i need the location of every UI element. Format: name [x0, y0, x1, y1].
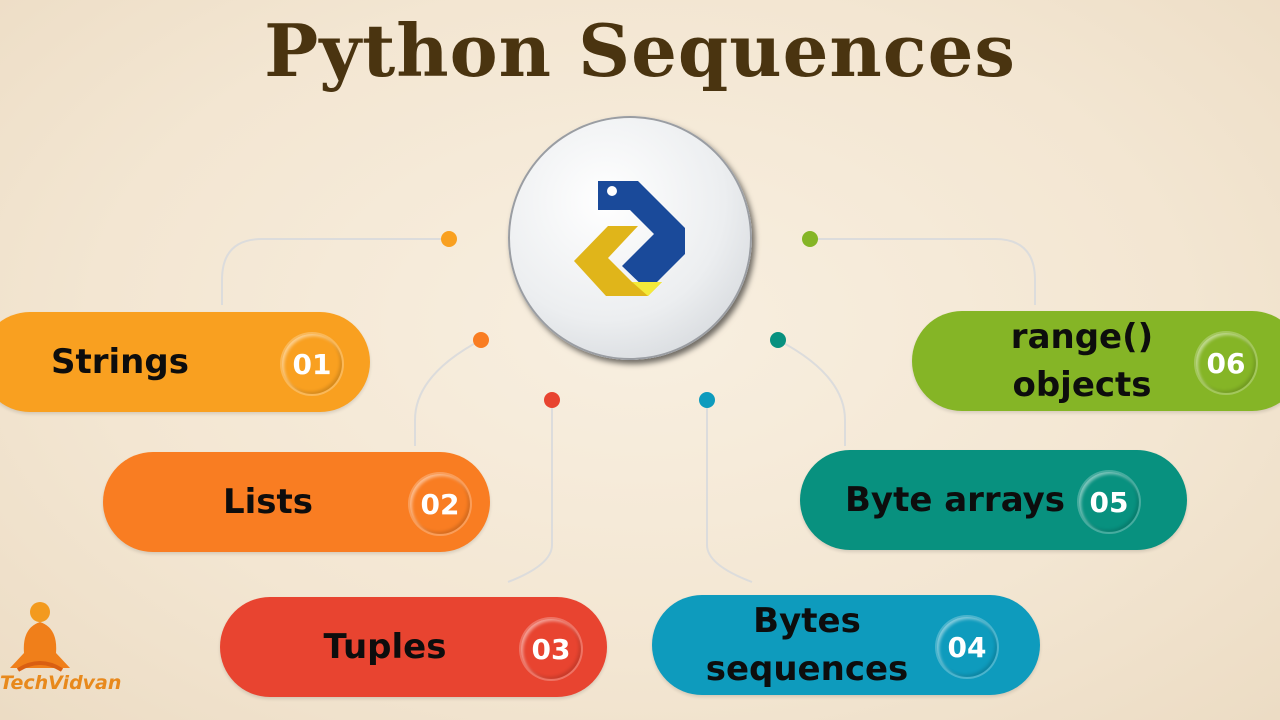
item-label: Lists	[222, 482, 314, 522]
connector-03	[507, 400, 553, 583]
item-label: Byte arrays	[844, 480, 1065, 520]
page-title: Python Sequences	[264, 8, 1016, 93]
item-number: 02	[408, 472, 472, 536]
dot-06	[802, 231, 818, 247]
sequence-item-lists: Lists 02	[103, 452, 490, 552]
item-label: Bytes sequences	[705, 601, 909, 689]
center-hub	[508, 116, 752, 360]
item-label: range() objects	[1010, 317, 1154, 405]
brand-logo: TechVidvan	[0, 598, 121, 698]
connector-06	[810, 238, 1036, 305]
sequence-item-byte-arrays: Byte arrays 05	[800, 450, 1187, 550]
item-label: Strings	[51, 342, 189, 382]
connector-04	[706, 400, 753, 583]
brand-name: TechVidvan	[0, 672, 122, 694]
meditating-figure-icon	[10, 602, 70, 672]
connector-01	[221, 238, 449, 305]
connector-02	[414, 339, 482, 446]
dot-01	[441, 231, 457, 247]
dot-02	[473, 332, 489, 348]
sequence-item-bytes-sequences: Bytes sequences 04	[652, 595, 1040, 695]
dot-05	[770, 332, 786, 348]
sequence-item-strings: Strings 01	[0, 312, 370, 412]
sequence-item-range-objects: range() objects 06	[912, 311, 1280, 411]
item-number: 05	[1077, 470, 1141, 534]
item-number: 04	[935, 615, 999, 679]
sequence-item-tuples: Tuples 03	[220, 597, 607, 697]
item-number: 01	[280, 332, 344, 396]
dot-04	[699, 392, 715, 408]
item-label: Tuples	[323, 627, 447, 667]
python-logo-icon	[574, 181, 685, 296]
item-number: 06	[1194, 331, 1258, 395]
item-number: 03	[519, 617, 583, 681]
dot-03	[544, 392, 560, 408]
connector-05	[777, 339, 846, 446]
